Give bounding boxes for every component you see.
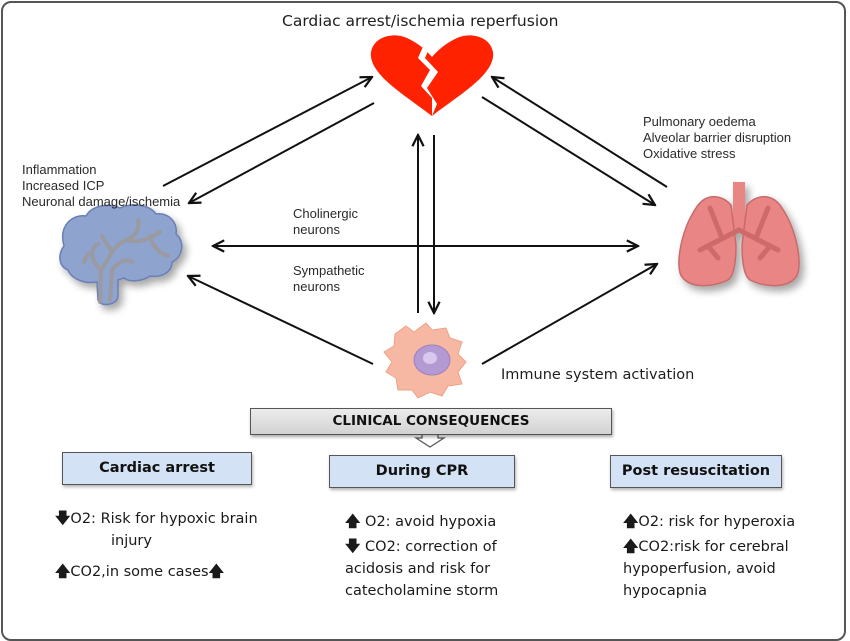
- cardiac-arrest-items: 🡇O2: Risk for hypoxic brain injury 🡅CO2,…: [55, 507, 315, 583]
- brain-effects-list: Inflammation Increased ICP Neuronal dama…: [22, 162, 180, 210]
- during-cpr-items: 🡅 O2: avoid hypoxia 🡇 CO2: correction of…: [345, 510, 575, 604]
- lung-effect: Alveolar barrier disruption: [643, 130, 792, 145]
- brain-effect: Neuronal damage/ischemia: [22, 194, 181, 209]
- item-text: CO2: correction of: [360, 539, 497, 555]
- item-continuation: hypoperfusion, avoid: [623, 561, 776, 577]
- item-continuation: hypocapnia: [623, 583, 708, 599]
- lung-effect: Oxidative stress: [643, 146, 736, 161]
- clinical-consequences-header: CLINICAL CONSEQUENCES: [250, 408, 612, 435]
- arrow-up-icon: 🡅: [208, 562, 225, 580]
- item-text: O2: avoid hypoxia: [360, 514, 497, 530]
- item-continuation: catecholamine storm: [345, 583, 499, 599]
- cholinergic-line: Cholinergic: [293, 206, 359, 221]
- category-during-cpr: During CPR: [329, 455, 515, 488]
- diagram-title: Cardiac arrest/ischemia reperfusion: [282, 12, 559, 30]
- post-resuscitation-items: 🡅O2: risk for hyperoxia 🡅CO2:risk for ce…: [623, 510, 838, 604]
- sympathetic-label: Sympathetic neurons: [293, 263, 365, 295]
- lung-effect: Pulmonary oedema: [643, 114, 756, 129]
- brain-effect: Inflammation: [22, 162, 97, 177]
- arrow-up-icon: 🡅: [623, 512, 639, 530]
- sympathetic-line: Sympathetic: [293, 263, 365, 278]
- item-text: Risk for hypoxic brain: [100, 511, 258, 527]
- list-item: 🡅CO2:risk for cerebral: [623, 535, 838, 558]
- gas-label: CO2,: [70, 564, 106, 580]
- lung-effects-list: Pulmonary oedema Alveolar barrier disrup…: [643, 114, 791, 162]
- arrow-up-icon: 🡅: [623, 537, 639, 555]
- list-item: 🡇 CO2: correction of: [345, 535, 575, 558]
- arrow-down-icon: 🡇: [55, 509, 71, 527]
- immune-label: Immune system activation: [501, 367, 695, 383]
- item-text: in some cases: [105, 564, 209, 580]
- cholinergic-line: neurons: [293, 222, 340, 237]
- list-item: 🡅O2: risk for hyperoxia: [623, 510, 838, 533]
- list-item: 🡅CO2,in some cases🡅: [55, 560, 315, 583]
- item-continuation: acidosis and risk for: [345, 561, 491, 577]
- item-continuation: injury: [111, 533, 152, 549]
- item-text: O2: risk for hyperoxia: [638, 514, 796, 530]
- arrow-up-icon: 🡅: [345, 512, 361, 530]
- category-cardiac-arrest: Cardiac arrest: [62, 452, 252, 485]
- brain-effect: Increased ICP: [22, 178, 105, 193]
- sympathetic-line: neurons: [293, 279, 340, 294]
- arrow-down-icon: 🡇: [345, 537, 361, 555]
- arrow-up-icon: 🡅: [55, 562, 71, 580]
- list-item: 🡅 O2: avoid hypoxia: [345, 510, 575, 533]
- category-post-resuscitation: Post resuscitation: [610, 455, 782, 488]
- cholinergic-label: Cholinergic neurons: [293, 206, 358, 238]
- gas-label: O2:: [70, 511, 96, 527]
- list-item: 🡇O2: Risk for hypoxic brain: [55, 507, 315, 530]
- item-text: CO2:risk for cerebral: [638, 539, 789, 555]
